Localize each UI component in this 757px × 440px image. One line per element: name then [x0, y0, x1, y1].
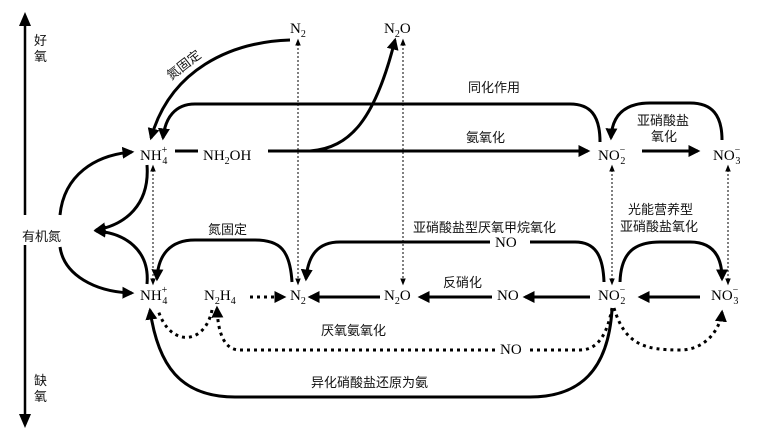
phototrophic-nitrite-oxidation-arrow: [618, 240, 728, 283]
ammonia-oxidation-label: 氨氧化: [466, 131, 505, 146]
oxygen-gradient-axis: 好 氧 缺 氧: [19, 12, 47, 428]
n-fixation-bottom-arrow: [151, 238, 294, 283]
anammox-label: 厌氧氨氧化: [321, 324, 386, 339]
nitrite-oxidation-return-arrow: [605, 101, 724, 141]
n2-bottom-label: N2: [290, 288, 306, 307]
n2-top-label: N2: [290, 21, 306, 40]
n-fixation-top-arrow: [147, 38, 291, 141]
aerobic-label-1: 好: [34, 34, 47, 49]
no2-to-no-anammox-dotted: [530, 307, 614, 352]
no-damo-label: NO: [495, 235, 517, 251]
no-anammox-label: NO: [500, 342, 522, 358]
nitrite-oxidation-label-1: 亚硝酸盐: [637, 114, 689, 129]
nh2oh-label: NH2OH: [203, 148, 252, 167]
n-fixation-top-label: 氮固定: [164, 48, 204, 84]
anoxic-label-2: 氧: [34, 390, 47, 405]
organic-to-nh4-bottom-arrow: [58, 246, 135, 299]
anoxic-label-1: 缺: [34, 374, 47, 389]
no2-bottom-label: NO−2: [598, 285, 626, 307]
aerobic-label-2: 氧: [34, 50, 47, 65]
organic-nitrogen-label: 有机氮: [22, 230, 61, 245]
nh4-bottom-label: NH+4: [140, 285, 168, 307]
no-denitrification-label: NO: [497, 288, 519, 304]
nh4-bottom-to-organic-arrow: [93, 225, 149, 285]
nh2oh-to-n2o-arrow: [309, 37, 399, 153]
nh4-top-label: NH+4: [140, 145, 168, 167]
no2-to-no3-dotted-arrow: [612, 307, 727, 352]
nitrite-oxidation-label-2: 氧化: [651, 130, 677, 145]
assimilation-arrow: [157, 102, 602, 143]
assimilation-label: 同化作用: [468, 81, 520, 96]
nitrite-to-no-damo-line: [530, 240, 606, 283]
damo-to-n2-arrow: [300, 240, 490, 282]
n-fixation-bottom-label: 氮固定: [208, 223, 247, 238]
no2-top-label: NO−2: [598, 145, 626, 167]
dnra-arrow: [145, 307, 614, 399]
nh4-top-to-organic-arrow: [93, 164, 149, 235]
anammox-to-n2h4-arrow: [211, 305, 495, 352]
phototrophic-nitrite-oxidation-label-1: 光能营养型: [628, 202, 693, 218]
organic-to-nh4-top-arrow: [58, 146, 135, 216]
nh4-to-n2h4-dotted: [156, 309, 214, 339]
no3-bottom-label: NO−3: [711, 285, 739, 307]
phototrophic-nitrite-oxidation-label-2: 亚硝酸盐氧化: [620, 220, 698, 235]
denitrification-label: 反硝化: [443, 276, 482, 291]
n2o-bottom-label: N2O: [384, 288, 411, 307]
n2o-top-label: N2O: [384, 21, 411, 40]
axis-up-arrow-icon: [19, 12, 31, 26]
no3-top-label: NO−3: [713, 145, 741, 167]
n2h4-label: N2H4: [204, 288, 236, 307]
damo-label: 亚硝酸盐型厌氧甲烷氧化: [413, 221, 556, 236]
dnra-label: 异化硝酸盐还原为氨: [311, 376, 428, 391]
axis-down-arrow-icon: [19, 414, 31, 428]
